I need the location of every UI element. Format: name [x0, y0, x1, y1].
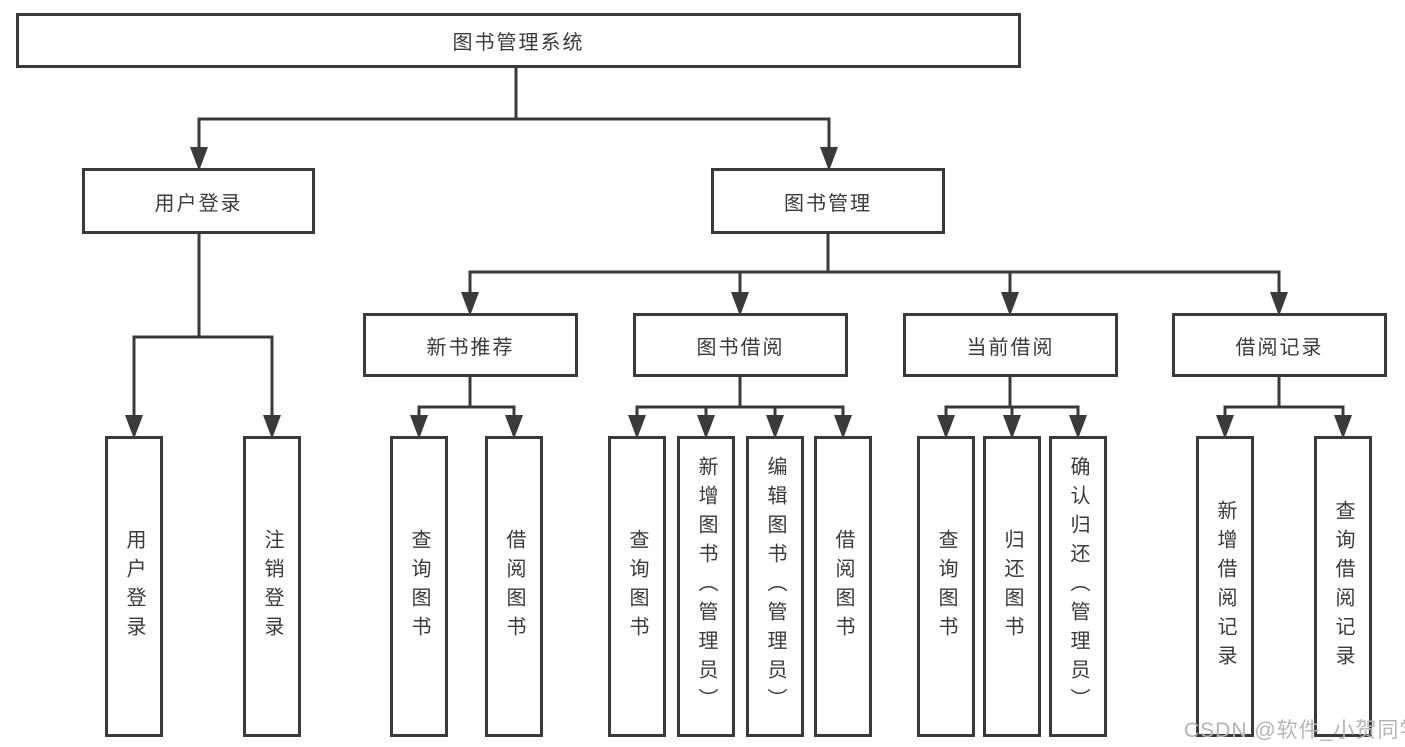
arrow-down-icon: [766, 415, 784, 439]
leaf-borrow-add-admin: 新增图书（管理员）: [677, 436, 735, 737]
node-book-management-label: 图书管理: [784, 192, 872, 215]
connector-new-book-children: [410, 375, 523, 439]
arrow-down-icon: [1069, 415, 1087, 439]
leaf-borrow-add-admin-label: 新增图书（管理员）: [695, 456, 717, 717]
node-book-borrow-label: 图书借阅: [696, 336, 785, 359]
node-book-management: 图书管理: [711, 168, 945, 234]
node-user-login: 用户登录: [82, 168, 315, 234]
arrow-down-icon: [505, 415, 523, 439]
leaf-newbook-query-label: 查询图书: [408, 528, 430, 645]
arrow-down-icon: [834, 415, 852, 439]
arrow-down-icon: [937, 415, 955, 439]
arrow-down-icon: [1001, 292, 1019, 316]
node-root: 图书管理系统: [16, 13, 1021, 68]
node-borrow-records-label: 借阅记录: [1235, 336, 1324, 359]
leaf-current-query: 查询图书: [917, 436, 975, 737]
node-current-borrow-label: 当前借阅: [966, 336, 1055, 359]
connector-book-borrow-children: [628, 375, 852, 439]
leaf-current-return: 归还图书: [983, 436, 1041, 737]
connector-current-borrow-children: [937, 375, 1087, 439]
node-borrow-records: 借阅记录: [1172, 313, 1387, 377]
node-new-book-recommend: 新书推荐: [363, 313, 578, 377]
arrow-down-icon: [697, 415, 715, 439]
leaf-record-query-label: 查询借阅记录: [1332, 499, 1354, 674]
arrow-down-icon: [263, 415, 281, 439]
arrow-down-icon: [628, 415, 646, 439]
leaf-user-login-label: 用户登录: [123, 528, 145, 645]
leaf-newbook-query: 查询图书: [390, 436, 448, 737]
leaf-record-add: 新增借阅记录: [1196, 436, 1254, 737]
node-new-book-recommend-label: 新书推荐: [426, 336, 515, 359]
arrow-down-icon: [731, 292, 749, 316]
leaf-current-confirm-admin: 确认归还（管理员）: [1049, 436, 1107, 737]
arrow-down-icon: [410, 415, 428, 439]
arrow-down-icon: [1334, 415, 1352, 439]
leaf-current-return-label: 归还图书: [1001, 528, 1023, 645]
leaf-current-confirm-admin-label: 确认归还（管理员）: [1067, 456, 1089, 717]
leaf-newbook-borrow: 借阅图书: [485, 436, 543, 737]
connector-borrow-records-children: [1216, 375, 1352, 439]
csdn-watermark: CSDN @软件_小贺同学: [1184, 719, 1405, 742]
leaf-borrow-book: 借阅图书: [814, 436, 872, 737]
leaf-record-add-label: 新增借阅记录: [1214, 499, 1236, 674]
leaf-borrow-edit-admin: 编辑图书（管理员）: [746, 436, 804, 737]
leaf-borrow-query: 查询图书: [608, 436, 666, 737]
leaf-borrow-edit-admin-label: 编辑图书（管理员）: [764, 456, 786, 717]
leaf-borrow-book-label: 借阅图书: [832, 528, 854, 645]
leaf-logout-label: 注销登录: [261, 528, 283, 645]
node-root-label: 图书管理系统: [452, 32, 585, 54]
arrow-down-icon: [190, 147, 208, 171]
arrow-down-icon: [1216, 415, 1234, 439]
arrow-down-icon: [125, 415, 143, 439]
arrow-down-icon: [461, 292, 479, 316]
leaf-newbook-borrow-label: 借阅图书: [503, 528, 525, 645]
node-current-borrow: 当前借阅: [903, 313, 1118, 377]
connector-book-management-to-level3: [461, 232, 1288, 316]
leaf-logout: 注销登录: [243, 436, 301, 737]
arrow-down-icon: [1270, 292, 1288, 316]
arrow-down-icon: [820, 147, 838, 171]
leaf-borrow-query-label: 查询图书: [626, 528, 648, 645]
node-user-login-label: 用户登录: [154, 192, 243, 215]
arrow-down-icon: [1003, 415, 1021, 439]
leaf-user-login: 用户登录: [105, 436, 163, 737]
connector-root-to-level2: [190, 66, 838, 171]
node-book-borrow: 图书借阅: [633, 313, 848, 377]
connector-user-login-children: [125, 232, 281, 439]
leaf-record-query: 查询借阅记录: [1314, 436, 1372, 737]
leaf-current-query-label: 查询图书: [935, 528, 957, 645]
